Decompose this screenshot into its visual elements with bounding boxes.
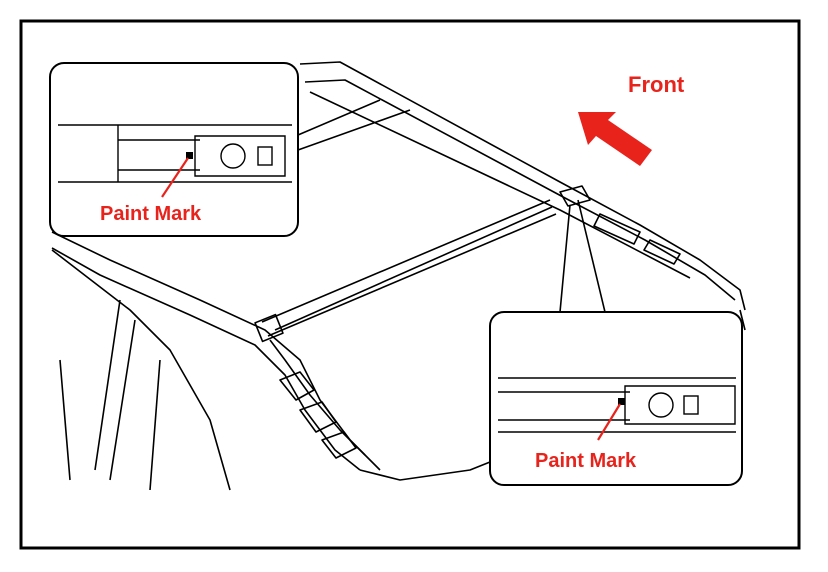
front-label: Front [628, 72, 685, 97]
front-arrow-icon [578, 112, 652, 166]
paint-mark-label-left: Paint Mark [100, 203, 202, 225]
vehicle-roof-illustration [51, 61, 746, 491]
inset-callout-right: Paint Mark [489, 311, 743, 486]
paint-mark-right [618, 398, 625, 405]
callout-leader-lines [297, 99, 606, 313]
paint-mark-left [186, 152, 193, 159]
inset-callout-left: Paint Mark [49, 62, 299, 237]
paint-mark-label-right: Paint Mark [535, 450, 637, 472]
